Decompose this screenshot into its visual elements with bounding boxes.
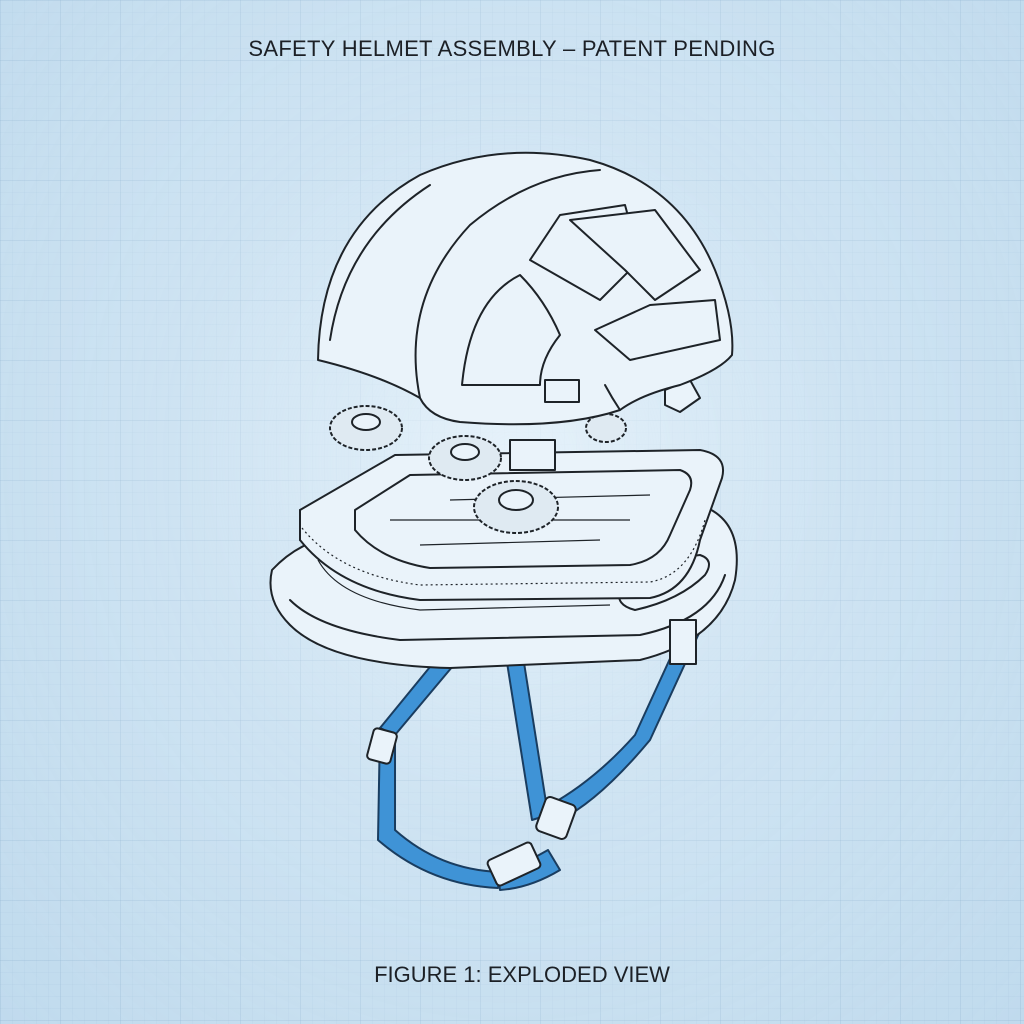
strap-slider <box>366 727 398 765</box>
helmet-shell <box>317 151 734 426</box>
buckle <box>486 841 542 887</box>
strap-ring <box>535 796 577 840</box>
figure-title: SAFETY HELMET ASSEMBLY – PATENT PENDING <box>248 36 776 61</box>
chin-strap <box>366 614 707 891</box>
figure-caption: FIGURE 1: EXPLODED VIEW <box>374 962 670 987</box>
gear-icon <box>329 405 403 451</box>
gear-icon <box>428 435 502 481</box>
adjustment-gears <box>329 379 701 534</box>
gear-icon <box>473 480 559 534</box>
